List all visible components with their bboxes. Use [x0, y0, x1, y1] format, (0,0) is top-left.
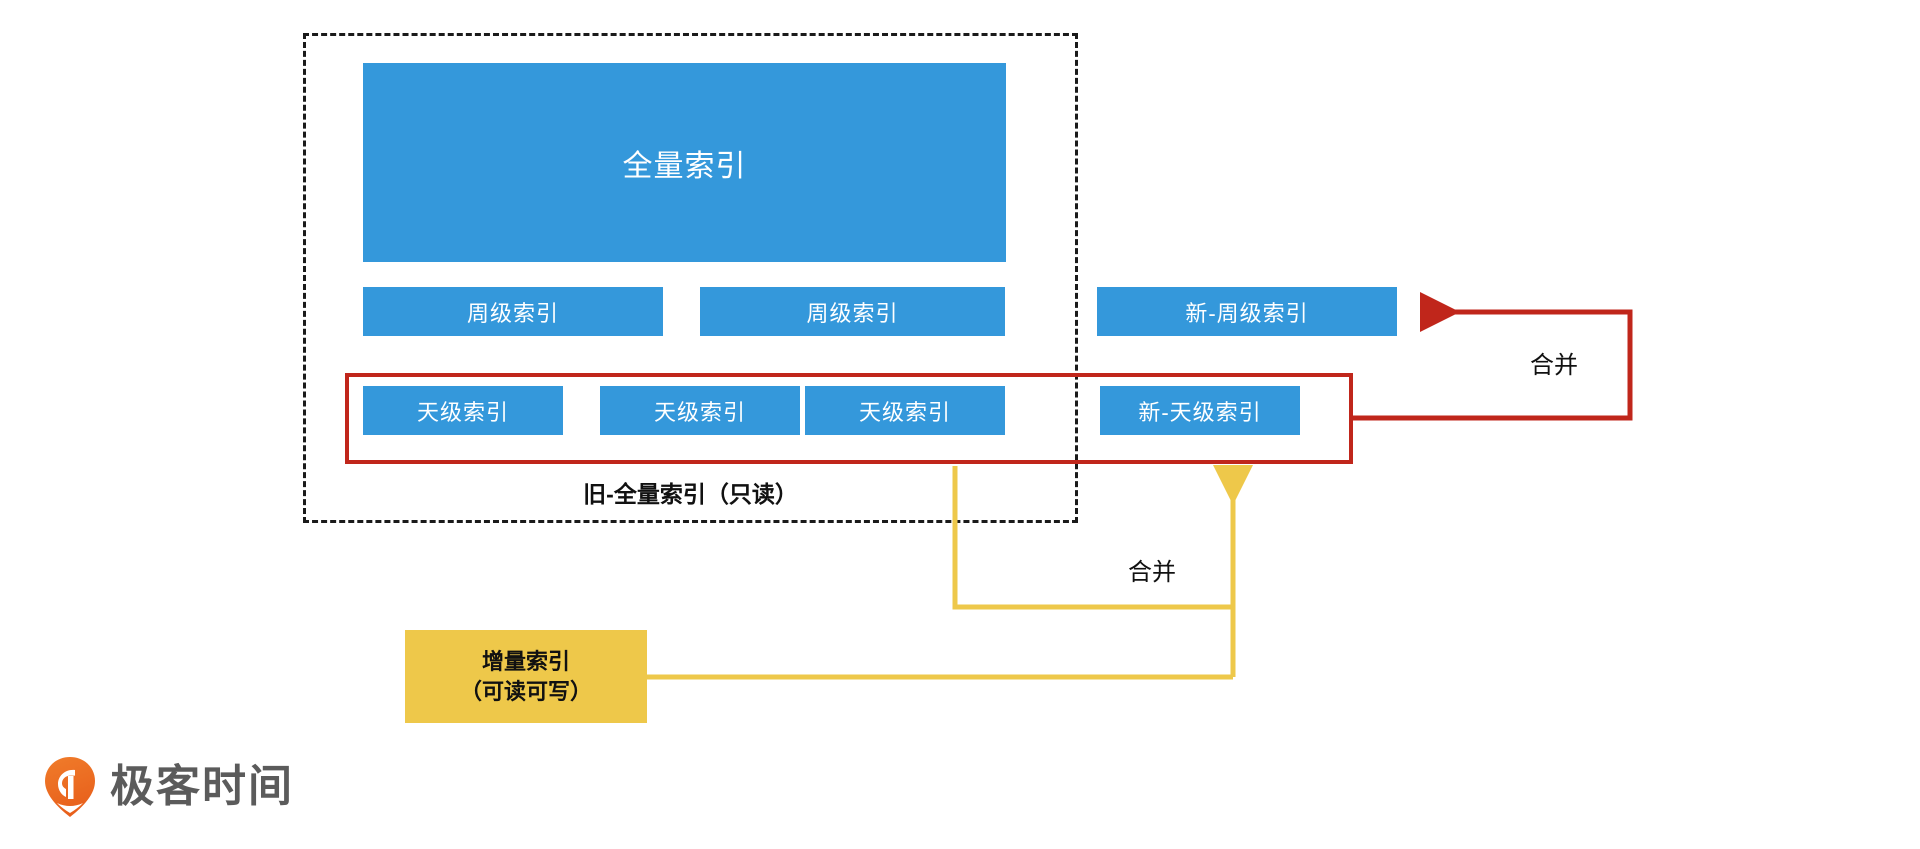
merge-label-weekly: 合并 — [1530, 352, 1578, 379]
box-full-index[interactable]: 全量索引 — [363, 63, 1006, 262]
brand-logo: 极客时间 — [44, 756, 294, 818]
box-daily-index-3[interactable]: 天级索引 — [805, 386, 1005, 435]
old-full-index-group — [303, 33, 1078, 523]
brand-logo-text: 极客时间 — [110, 762, 294, 811]
box-weekly-index-1[interactable]: 周级索引 — [363, 287, 663, 336]
box-daily-index-1[interactable]: 天级索引 — [363, 386, 563, 435]
box-new-weekly-index[interactable]: 新-周级索引 — [1097, 287, 1397, 336]
geek-time-pin-icon — [44, 756, 96, 818]
merge-label-daily: 合并 — [1128, 559, 1176, 586]
box-incremental-index[interactable]: 增量索引 （可读可写） — [405, 630, 647, 723]
incremental-line-2: （可读可写） — [459, 678, 592, 704]
incremental-line-1: 增量索引 — [481, 648, 570, 674]
old-full-index-caption: 旧-全量索引（只读） — [583, 481, 798, 507]
box-new-daily-index[interactable]: 新-天级索引 — [1100, 386, 1300, 435]
box-daily-index-2[interactable]: 天级索引 — [600, 386, 800, 435]
box-weekly-index-2[interactable]: 周级索引 — [700, 287, 1005, 336]
daily-merge-highlight-rect — [345, 373, 1353, 464]
